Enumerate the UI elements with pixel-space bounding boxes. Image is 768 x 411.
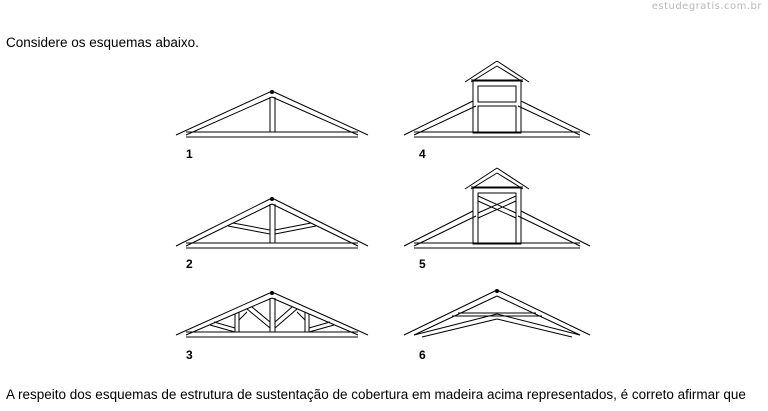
intro-text: Considere os esquemas abaixo.	[6, 35, 199, 50]
question-text: A respeito dos esquemas de estrutura de …	[6, 387, 746, 402]
figure-number-4: 4	[419, 147, 426, 161]
braced-monitor-truss-icon	[403, 167, 591, 249]
figure-number-3: 3	[186, 348, 193, 362]
figure-number-6: 6	[419, 348, 426, 362]
figure-number-1: 1	[186, 147, 193, 161]
figure-number-5: 5	[419, 257, 426, 271]
site-watermark: estudegratis.com.br	[651, 1, 762, 12]
figure-number-2: 2	[186, 257, 193, 271]
howe-truss-icon	[175, 291, 369, 338]
raised-monitor-truss-icon	[403, 60, 591, 138]
scissor-truss-icon	[403, 289, 591, 338]
fink-truss-icon	[175, 197, 369, 249]
king-post-truss-icon	[175, 90, 369, 138]
